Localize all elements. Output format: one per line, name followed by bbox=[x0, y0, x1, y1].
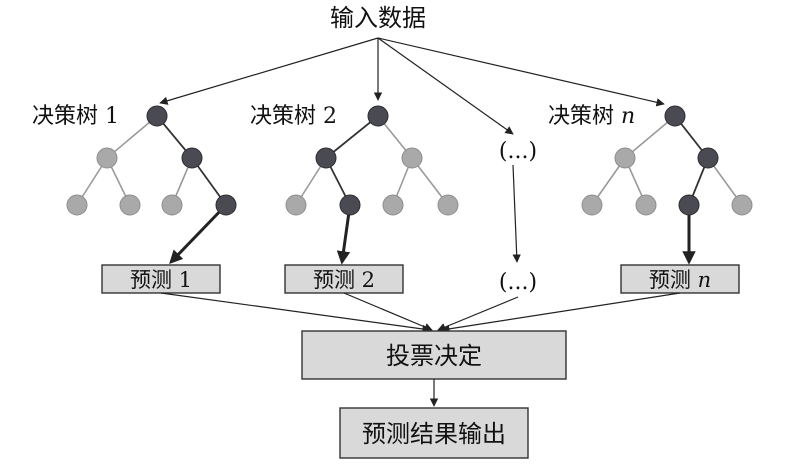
tree-node bbox=[697, 147, 719, 169]
arrow-input-to-tree-n bbox=[377, 37, 665, 107]
tree-leaf bbox=[119, 194, 141, 216]
svg-text:预测 2: 预测 2 bbox=[313, 268, 375, 292]
tree-leaf bbox=[161, 194, 183, 216]
tree-1-label: 决策树 1 bbox=[32, 104, 119, 129]
prediction-box-n: 预测 n bbox=[620, 264, 740, 294]
tree-leaf bbox=[635, 194, 657, 216]
prediction-box-1: 预测 1 bbox=[101, 264, 221, 294]
arrow-ellipsis-to-vote bbox=[437, 296, 519, 331]
vote-arrows bbox=[160, 292, 681, 334]
arrow-input-to-tree-1 bbox=[159, 37, 379, 105]
ellipsis-bottom: (...) bbox=[499, 270, 537, 295]
output-label: 预测结果输出 bbox=[362, 420, 506, 448]
tree-leaf bbox=[437, 194, 459, 216]
svg-text:预测 1: 预测 1 bbox=[130, 268, 192, 292]
tree-leaf bbox=[731, 194, 753, 216]
tree-n-label: 决策树 n bbox=[548, 104, 635, 129]
input-data-label: 输入数据 bbox=[330, 4, 426, 32]
tree-leaf-selected bbox=[215, 194, 237, 216]
decision-tree-2 bbox=[285, 105, 459, 265]
tree-node bbox=[96, 147, 118, 169]
input-arrows bbox=[159, 37, 665, 135]
tree-node bbox=[401, 147, 423, 169]
svg-text:预测 n: 预测 n bbox=[649, 268, 711, 292]
tree-node bbox=[315, 147, 337, 169]
decision-tree-n bbox=[581, 105, 753, 265]
tree-leaf bbox=[285, 194, 307, 216]
ellipsis-top: (...) bbox=[499, 139, 537, 164]
tree-node bbox=[614, 147, 636, 169]
arrow-pred-1-to-vote bbox=[160, 292, 431, 334]
arrow-pred-2-to-vote bbox=[343, 292, 433, 331]
tree-1-root-node bbox=[146, 105, 168, 127]
vote-box: 投票决定 bbox=[301, 330, 567, 380]
arrow-ellipsis-down bbox=[512, 164, 521, 263]
prediction-box-2: 预测 2 bbox=[284, 264, 404, 294]
vote-label: 投票决定 bbox=[386, 342, 482, 370]
arrow-input-to-ellipsis bbox=[377, 37, 514, 135]
tree-2-root-node bbox=[367, 105, 389, 127]
decision-tree-1 bbox=[66, 105, 237, 264]
tree-leaf-selected bbox=[339, 194, 361, 216]
tree-leaf bbox=[66, 194, 88, 216]
arrow-pred-n-to-vote bbox=[441, 292, 681, 333]
tree-leaf bbox=[382, 194, 404, 216]
tree-leaf-selected bbox=[678, 194, 700, 216]
tree-n-root-node bbox=[664, 105, 686, 127]
tree-node bbox=[181, 147, 203, 169]
tree-leaf bbox=[581, 194, 603, 216]
tree-2-label: 决策树 2 bbox=[250, 104, 337, 129]
output-box: 预测结果输出 bbox=[339, 407, 529, 459]
